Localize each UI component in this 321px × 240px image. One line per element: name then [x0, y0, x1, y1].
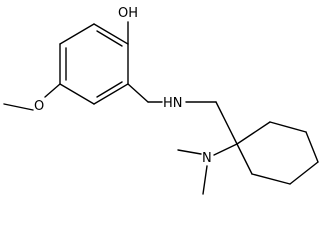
cyclohexane-ring: [236, 121, 319, 185]
ring-bond-bottom-right: [93, 83, 129, 105]
bond-ring-to-methoxy-oxygen: [44, 83, 61, 98]
bond-cyclohexane-to-dimethylamino: [213, 143, 238, 156]
ring-bond-top-right: [93, 23, 129, 45]
chemical-structure-diagram: OH O HN N: [3, 6, 319, 195]
bond-n-methyl-left: [177, 149, 202, 155]
cyclohexane-bond-4: [289, 161, 319, 185]
bond-n-methyl-down: [202, 165, 208, 195]
bond-methylene-to-cyclohexane: [215, 101, 238, 145]
cyclohexane-bond-2: [269, 121, 307, 133]
methoxy-oxygen-label: O: [34, 99, 44, 114]
bond-ring-to-benzylic-carbon: [127, 83, 149, 103]
bond-methoxy-methyl: [3, 103, 34, 111]
cyclohexane-bond-6: [236, 143, 253, 175]
cyclohexane-bond-1: [236, 121, 271, 145]
hydroxyl-label: OH: [118, 6, 138, 21]
benzene-ring: [59, 23, 129, 105]
dimethylamino-label: N: [202, 151, 212, 166]
ring-bond-top-left: [59, 23, 95, 45]
amine-label: HN: [163, 96, 183, 111]
ring-bond-bottom-left: [59, 83, 95, 105]
ring-double-bond-top: [96, 30, 123, 47]
cyclohexane-bond-3: [305, 131, 319, 163]
cyclohexane-bond-5: [251, 173, 291, 185]
ring-double-bond-lower-right: [96, 81, 123, 98]
